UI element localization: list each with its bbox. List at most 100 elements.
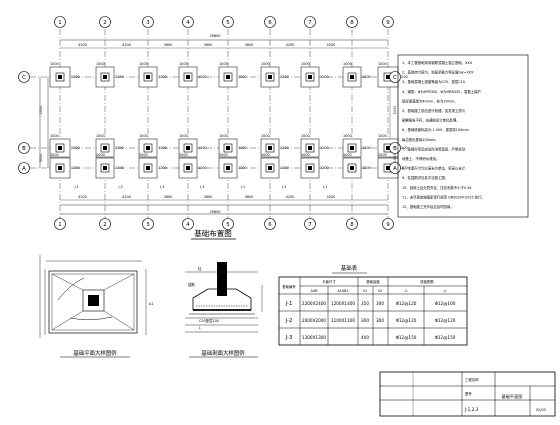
bay-dim-bottom: 4200 [286,195,295,199]
axis-bubble [142,16,154,28]
table-h-h1: h1 [363,289,367,293]
footing-dim: 1000 [378,134,387,138]
column-fill [103,146,107,150]
axis-number: 5 [226,222,229,228]
bay-dim-bottom: 4200 [122,195,131,199]
axis-letter: C [393,75,397,81]
footing-dim: 1200 [280,146,289,150]
table-h-num: 基础编号 [282,284,296,289]
footing-dim: 1000 [139,134,148,138]
tb-label-a: 工程名称 [465,377,479,382]
title-block: 工程名称 基础平面图 图号 J-1,2,3 02/03 [379,371,556,417]
general-notes: 1、本工程基础采用钢筋混凝土独立基础，XXX2、基础持力层为，地基承载力特征值f… [397,54,529,218]
table-cell-a1b1: 1200X1400 [331,301,356,306]
plan-total-dim-top: 29800 [210,34,221,38]
axis-letter: B [22,146,26,152]
footing-dim: 1000 [96,62,105,66]
bay-dim-bottom: 3600 [164,195,173,199]
column-fill [186,166,190,170]
detail2-title: 基础剖面大样图例 [201,349,244,357]
footing-dim: 1200 [158,166,167,170]
column-fill [268,146,272,150]
axis-number: 2 [103,20,106,26]
footing-tag: J-2 [118,185,123,189]
detail1-title: 基础平面大样图例 [73,349,116,357]
table-h-a1b1: A1XB1 [337,289,348,293]
footing-table: 基础表 基础编号 平面尺寸 AXB A1XB1 基础高度 h1 h2 底板配筋 … [278,264,468,346]
footing-section-detail: 柱 插筋 C10垫层100 L 基础剖面大样图例 [185,262,263,358]
axis-bubble [99,16,111,28]
footing-dim: 1000 [343,153,352,157]
footing-dim: 1200 [115,146,124,150]
note-line: 11、未尽事宜按国家现行规范 GB50204-2015 执行。 [402,194,485,199]
column-fill [186,75,190,79]
footing-dim: 1200 [362,166,371,170]
column-fill [386,146,390,150]
footing-dim: 1200 [238,166,247,170]
footing-dim: 1000 [261,134,270,138]
axis-letter: B [393,146,397,152]
footing-dim: 1200 [158,75,167,79]
footing-dim: 1000 [378,153,387,157]
footing-dim: 1200 [238,75,247,79]
column-fill [308,75,312,79]
footing-dim: 1000 [219,134,228,138]
column-fill [268,75,272,79]
footing-tag: J-3 [281,185,286,189]
table-cell-h1: 350 [361,301,369,306]
footing-dim: 1000 [378,62,387,66]
note-line: 地基土，不得积水浸泡。 [402,156,439,161]
axis-bubble [54,218,66,230]
axis-bubble [304,218,316,230]
table-cell-axb: 2200X2400 [302,301,327,306]
axis-bubble [182,16,194,28]
bay-dim-bottom: 4200 [327,195,336,199]
tb-drawing-no: J-1,2,3 [464,407,479,412]
footing-dim: 1200 [362,75,371,79]
footing-tag: J-3 [199,185,204,189]
footing-dim: 1000 [50,134,59,138]
axis-bubble [382,16,394,28]
tb-label-b: 图号 [465,391,472,396]
detail2-label-l: L [199,326,201,330]
detail2-label-bottom: C10垫层100 [199,318,219,323]
footing-dim: 1000 [343,62,352,66]
plan-total-dim-bottom: 29800 [210,210,221,214]
footing-dim: 1000 [301,62,310,66]
axis-letter: A [393,166,397,172]
table-cell-h2: 300 [376,318,384,323]
footing-tag: J-3 [159,185,164,189]
footing-dim: 1000 [50,62,59,66]
side-dim: 1500 [393,154,397,163]
axis-bubble [18,162,30,174]
table-h-r2: ② [443,289,446,293]
note-line: 5、基础施工前应进行验槽，如发现土质与 [402,108,466,113]
footing-dim: 1200 [320,166,329,170]
axis-number: 4 [186,20,190,26]
column-fill [268,166,272,170]
axis-bubble [382,218,394,230]
axis-bubble [182,218,194,230]
note-line: 3、基础混凝土强度等级为C25，垫层C10 [402,79,465,84]
footing-dim: 1200 [71,146,80,150]
table-cell-r2: Φ12@120 [435,318,456,323]
column-fill [103,166,107,170]
table-cell-r1: Φ12@120 [396,301,417,306]
bay-dim-top: 3600 [245,43,254,47]
footing-dim: 1000 [261,62,270,66]
column-fill [350,166,354,170]
axis-number: 1 [58,222,61,228]
table-h-h2: h2 [378,289,382,293]
note-line: 9、柱插筋详见柱平法施工图。 [402,175,448,180]
footing-dim: 1200 [198,166,207,170]
column-fill [58,75,62,79]
footing-dim: 1200 [71,166,80,170]
table-cell-r1: Φ12@150 [396,335,417,340]
column-fill [146,146,150,150]
footing-dim: 1200 [280,75,289,79]
note-line: 7、基槽开挖后应及时浇筑垫层，严禁扰动 [402,146,466,151]
footing-dim: 1000 [139,153,148,157]
footing-dim: 1000 [301,134,310,138]
